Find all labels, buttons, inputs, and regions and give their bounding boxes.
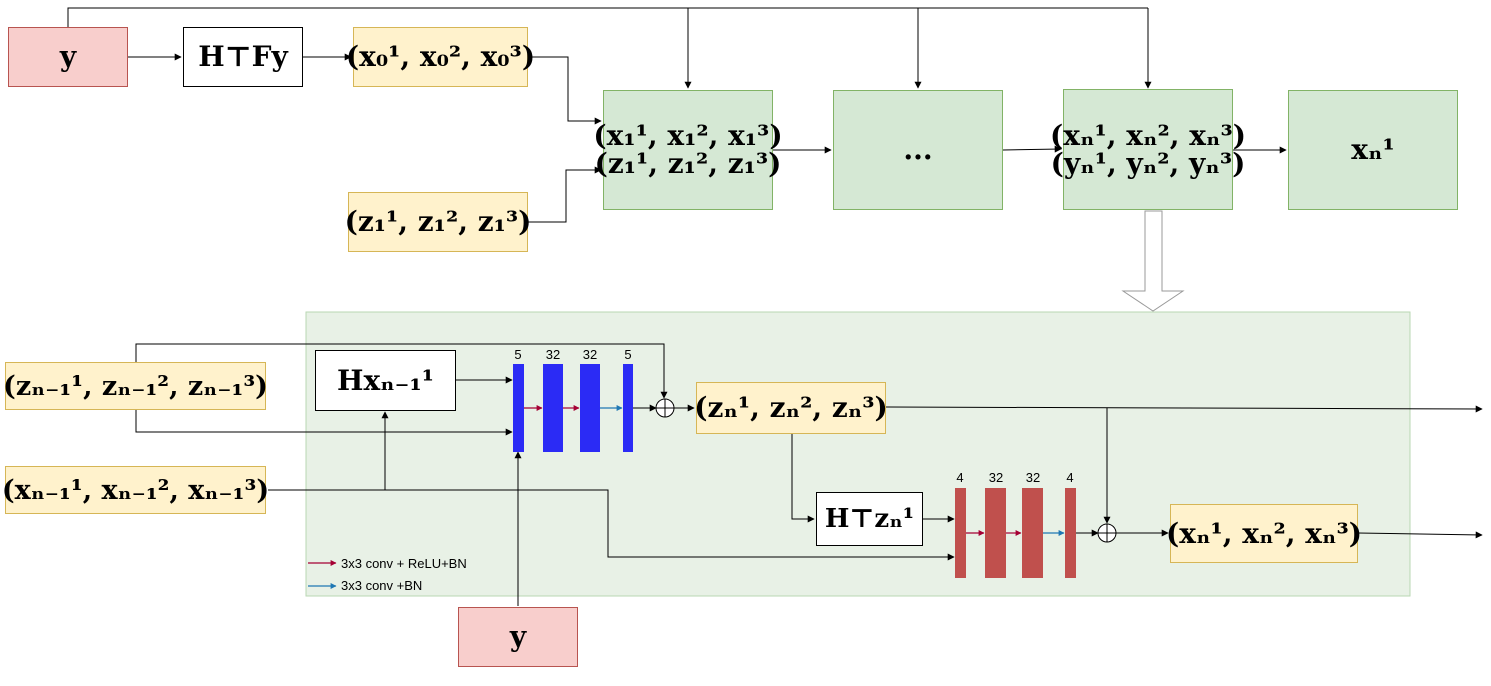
expand-arrow bbox=[1121, 210, 1185, 312]
cnn1-layer-2 bbox=[543, 364, 563, 452]
cnn1-channel-2: 32 bbox=[545, 347, 561, 362]
bottom-hx-block: Hxₙ₋₁¹ bbox=[315, 350, 456, 411]
bottom-connectors bbox=[135, 343, 1483, 606]
cnn-block-2 bbox=[955, 488, 1076, 578]
cnn-block-1 bbox=[513, 364, 633, 452]
cnn2-channel-4: 4 bbox=[1066, 470, 1074, 485]
top-stage-1: (x₁¹, x₁², x₁³) (z₁¹, z₁², z₁³) bbox=[593, 90, 783, 210]
adder-2 bbox=[1097, 523, 1117, 543]
top-stage-n: (xₙ¹, xₙ², xₙ³) (yₙ¹, yₙ², yₙ³) bbox=[1050, 89, 1246, 210]
top-connectors bbox=[67, 7, 1287, 223]
stage-1-x: (x₁¹, x₁², x₁³) bbox=[593, 119, 783, 152]
cnn2-channel-2: 32 bbox=[988, 470, 1004, 485]
cnn1-layer-1 bbox=[513, 364, 524, 452]
cnn2-channel-3: 32 bbox=[1025, 470, 1041, 485]
top-stage-ellipsis: ... bbox=[833, 90, 1003, 210]
top-z1-init: (z₁¹, z₁², z₁³) bbox=[345, 192, 531, 252]
bottom-y-input: y bbox=[458, 607, 578, 667]
cnn2-layer-2 bbox=[985, 488, 1006, 578]
top-y-input: y bbox=[8, 27, 128, 87]
cnn2-layer-1 bbox=[955, 488, 966, 578]
cnn2-layer-4 bbox=[1065, 488, 1076, 578]
legend-bn-label: 3x3 conv +BN bbox=[341, 578, 423, 593]
bottom-z-prev: (zₙ₋₁¹, zₙ₋₁², zₙ₋₁³) bbox=[3, 362, 268, 410]
bottom-htz-block: H⊤zₙ¹ bbox=[816, 492, 923, 546]
cnn2-layer-3 bbox=[1022, 488, 1043, 578]
stage-1-z: (z₁¹, z₁², z₁³) bbox=[594, 147, 782, 180]
bottom-z-new: (zₙ¹, zₙ², zₙ³) bbox=[694, 382, 888, 434]
cnn1-layer-4 bbox=[623, 364, 633, 452]
top-x0-init: (x₀¹, x₀², x₀³) bbox=[346, 27, 535, 87]
stage-n-y: (yₙ¹, yₙ², yₙ³) bbox=[1050, 146, 1246, 180]
stage-n-x: (xₙ¹, xₙ², xₙ³) bbox=[1050, 118, 1246, 152]
legend-relu-label: 3x3 conv + ReLU+BN bbox=[341, 556, 467, 571]
cnn1-channel-4: 5 bbox=[624, 347, 632, 362]
cnn2-channel-1: 4 bbox=[956, 470, 964, 485]
cnn1-channel-3: 32 bbox=[582, 347, 598, 362]
adder-1 bbox=[655, 398, 675, 418]
cnn1-channel-1: 5 bbox=[514, 347, 522, 362]
cnn1-layer-3 bbox=[580, 364, 600, 452]
bottom-x-prev: (xₙ₋₁¹, xₙ₋₁², xₙ₋₁³) bbox=[2, 466, 269, 514]
bottom-x-new: (xₙ¹, xₙ², xₙ³) bbox=[1166, 504, 1362, 563]
top-htfy-block: H⊤Fy bbox=[183, 27, 303, 87]
top-output: xₙ¹ bbox=[1288, 90, 1458, 210]
